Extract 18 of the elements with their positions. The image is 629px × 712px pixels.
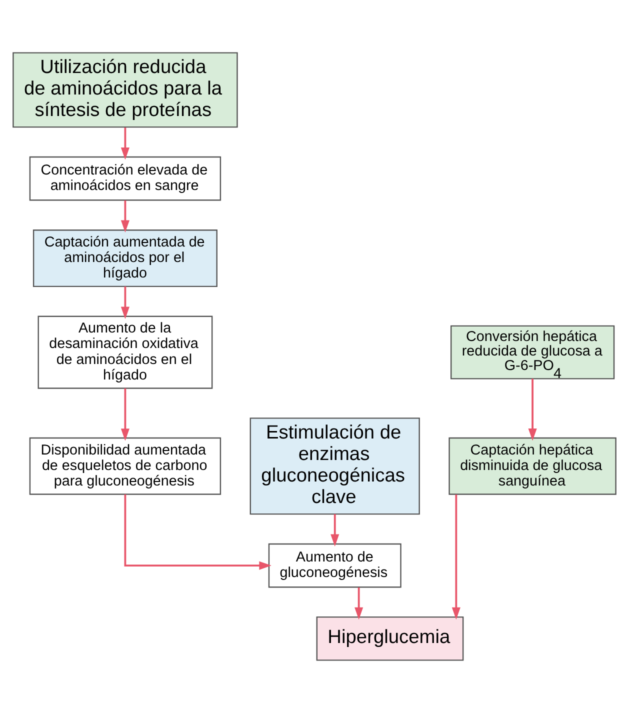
arrow (120, 286, 130, 318)
node-box: Hiperglucemia (316, 616, 464, 660)
node-box: Utilización reducida de aminoácidos para la síntesis de proteínas (12, 52, 238, 128)
arrow (120, 388, 130, 440)
node-box: Disponibilidad aumentada de esqueletos de carbono para gluconeogénesis (29, 436, 222, 494)
arrow (354, 586, 364, 620)
arrow (528, 378, 537, 440)
arrow (120, 200, 130, 232)
arrow (330, 514, 340, 546)
node-box: Captación aumentada de aminoácidos por el hígado (32, 229, 218, 287)
node-box: Concentración elevada de aminoácidos en sangre (29, 156, 222, 200)
arrow (124, 494, 272, 570)
node-box: Aumento de la desaminación oxidativa de aminoácidos en el hígado (38, 315, 213, 388)
node-box: Estimulación de enzimas gluconeogénicas clave (250, 417, 420, 514)
node-box: Captación hepática disminuida de glucosa sanguínea (448, 436, 616, 494)
node-box: Aumento de gluconeogénesis (268, 542, 402, 588)
arrow (452, 494, 460, 620)
arrow (120, 127, 130, 160)
